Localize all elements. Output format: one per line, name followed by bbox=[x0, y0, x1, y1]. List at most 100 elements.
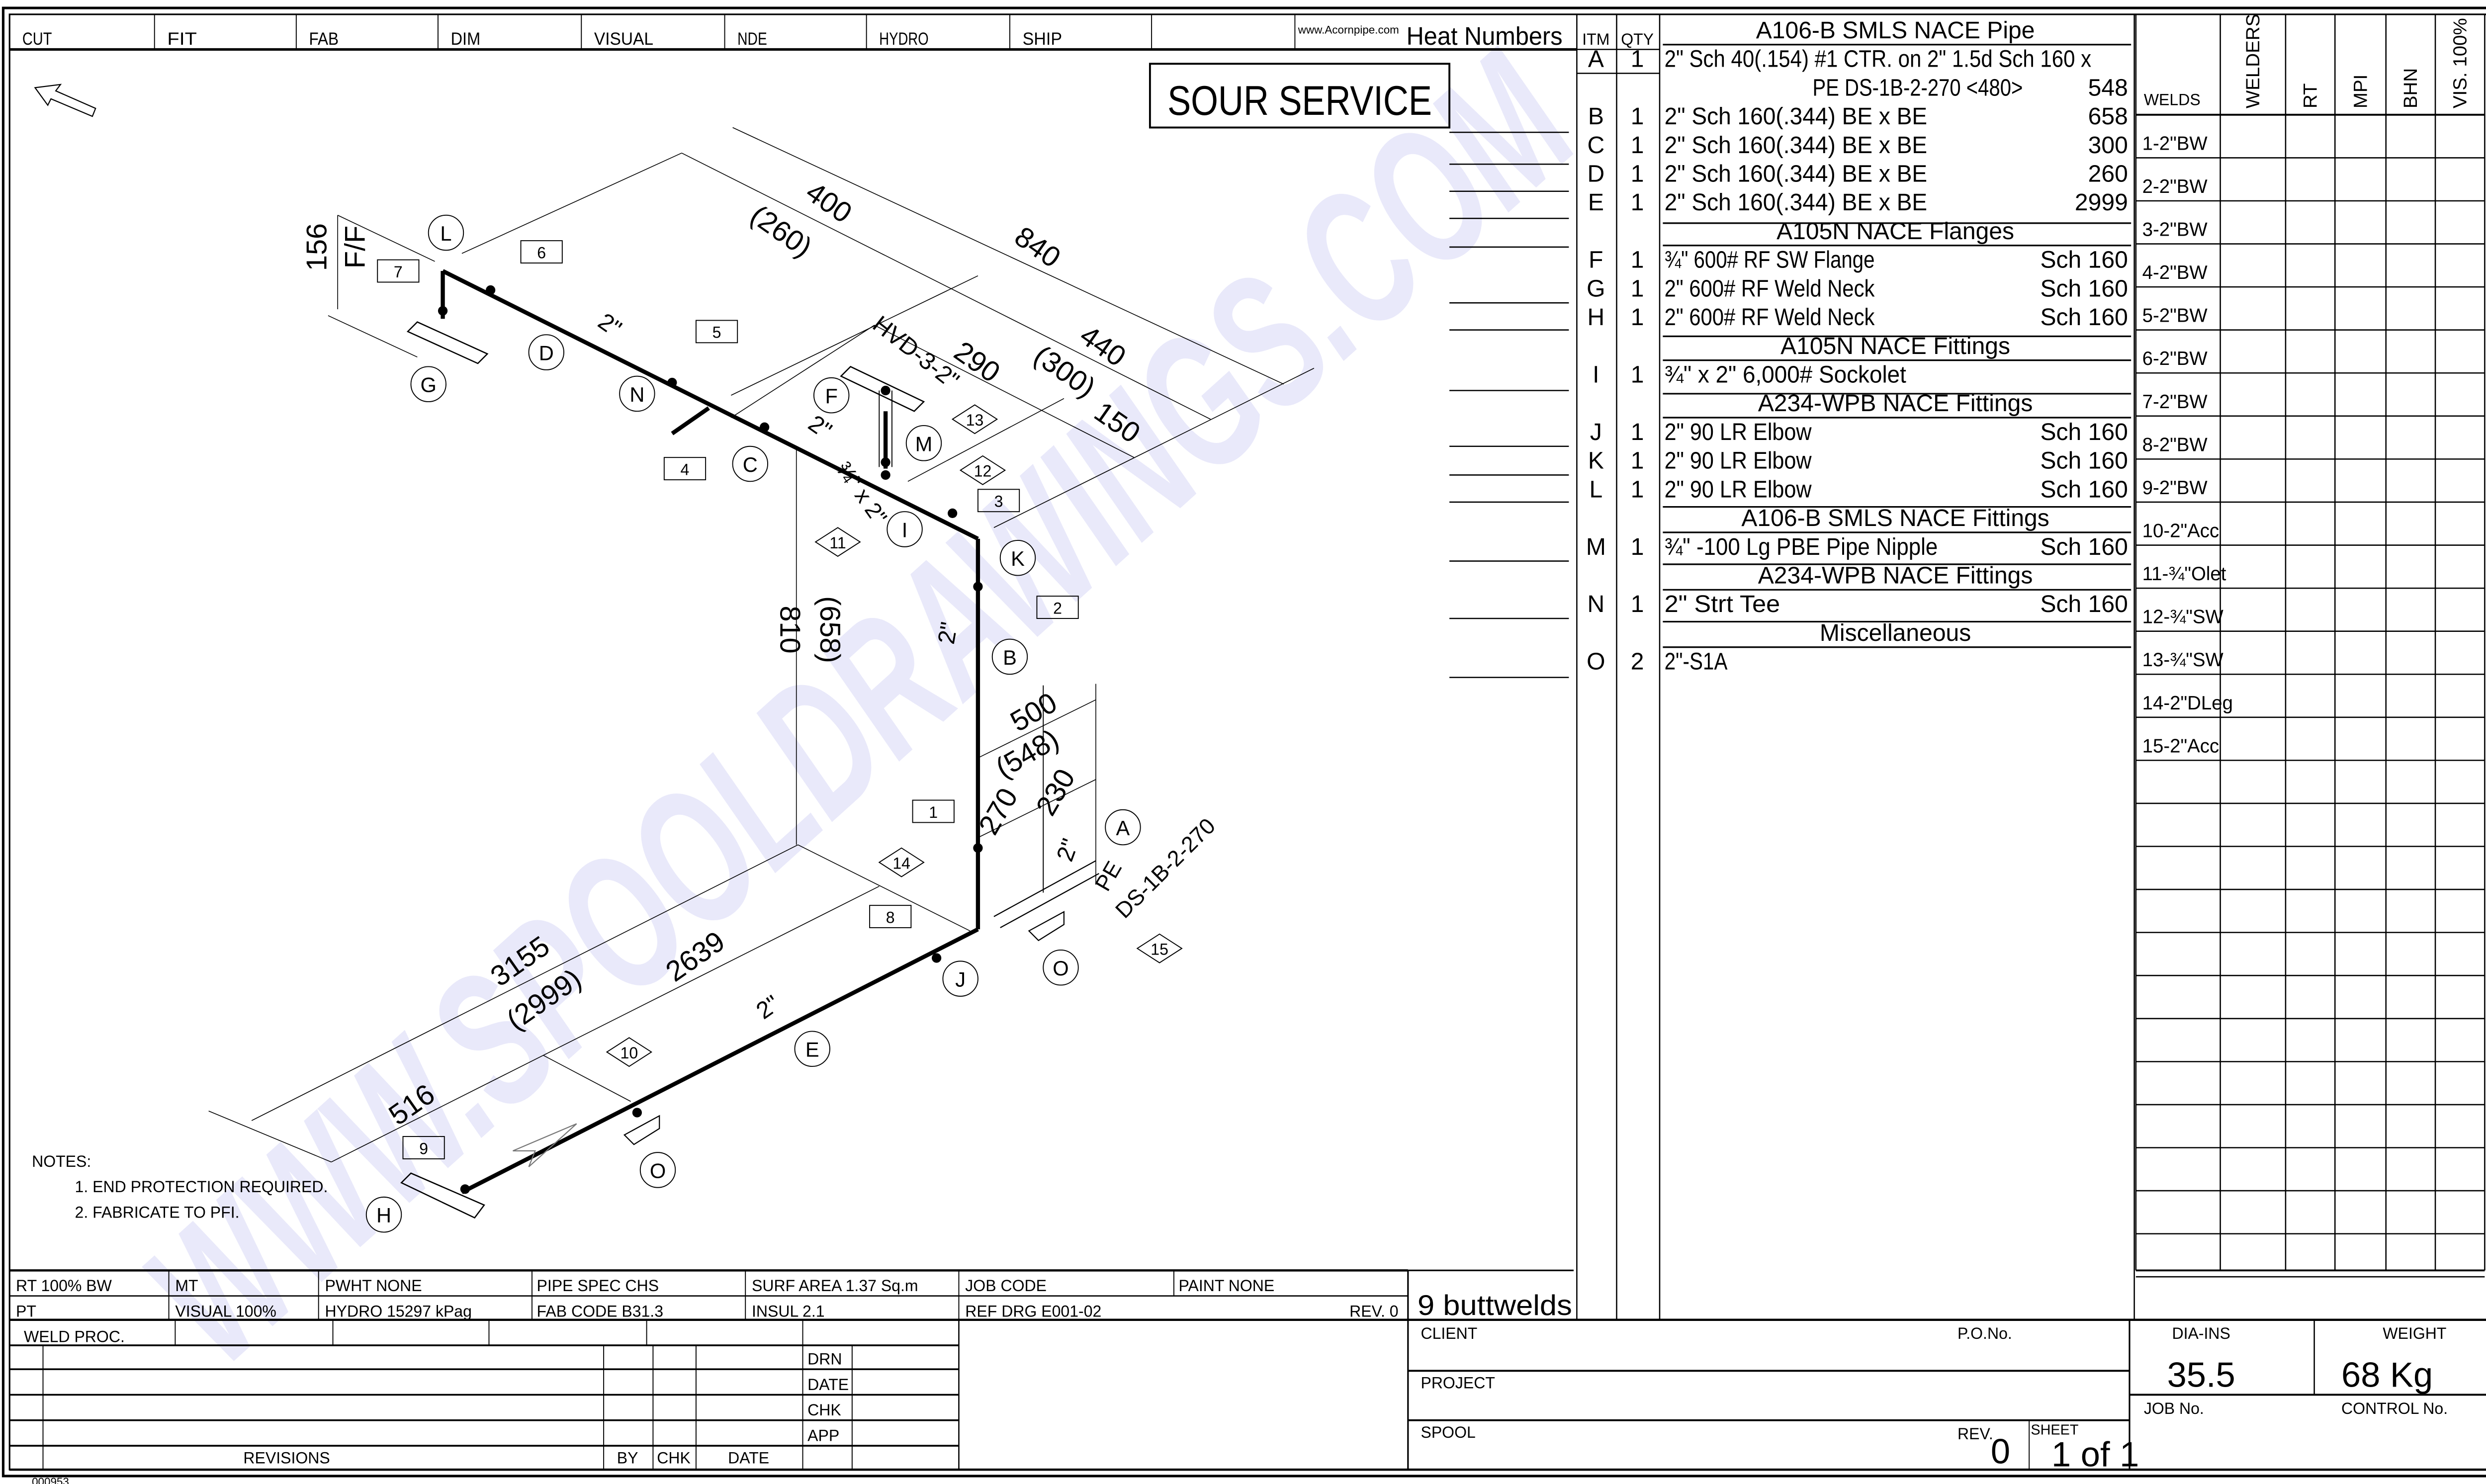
weld-point bbox=[973, 582, 983, 592]
drawing-number: 000953 bbox=[32, 1476, 69, 1484]
pipe-a-end bbox=[1000, 873, 1099, 929]
job-no-label: JOB No. bbox=[2144, 1399, 2204, 1417]
dia-ins-label: DIA-INS bbox=[2172, 1324, 2230, 1342]
pipe-size-label: 2" bbox=[751, 990, 785, 1024]
component-tag-circle bbox=[528, 334, 564, 370]
stage-cut: CUT bbox=[22, 29, 52, 49]
dimension-label: 156 bbox=[301, 223, 333, 271]
weld-point bbox=[438, 306, 448, 316]
component-tag-l: L bbox=[440, 222, 451, 245]
note-item: 1. END PROTECTION REQUIRED. bbox=[75, 1178, 328, 1196]
component-tag-b: B bbox=[1003, 646, 1017, 669]
bom-item-spec: Sch 160 bbox=[2041, 419, 2128, 445]
weld-number-box bbox=[869, 905, 912, 928]
bom-item-description: 2" Sch 160(.344) BE x BE bbox=[1665, 189, 1928, 216]
weld-number-box bbox=[663, 457, 707, 481]
weld-number-12: 12 bbox=[974, 462, 992, 480]
component-tag-n: N bbox=[629, 383, 644, 406]
weld-number-box bbox=[695, 320, 738, 344]
signoff-app: APP bbox=[807, 1426, 839, 1444]
itm-header: ITM bbox=[1582, 30, 1609, 48]
bom-item-qty: 1 bbox=[1631, 103, 1644, 130]
spec-rev: REV. 0 bbox=[1349, 1302, 1399, 1320]
component-tag-a: A bbox=[1116, 816, 1130, 840]
dimension-line bbox=[979, 699, 1096, 758]
bom-item-letter: A bbox=[1588, 46, 1604, 73]
bom-item-spec: Sch 160 bbox=[2041, 533, 2128, 560]
weld-number-14: 14 bbox=[892, 854, 910, 872]
website-text: www.Acornpipe.com bbox=[1298, 23, 1399, 36]
rev-value: 0 bbox=[1991, 1431, 2010, 1471]
spec-field: HYDRO 15297 kPag bbox=[325, 1302, 472, 1320]
bom-item-qty: 1 bbox=[1631, 275, 1644, 302]
component-tag-d: D bbox=[539, 342, 554, 365]
weld-number-box bbox=[977, 489, 1020, 513]
bom-item-description: ¾" 600# RF SW Flange bbox=[1665, 247, 1875, 273]
bom-item-spec: 658 bbox=[2088, 103, 2128, 130]
weld-header-mpi: MPI bbox=[2350, 75, 2371, 108]
flange-f bbox=[840, 365, 925, 412]
bom-section-heading: A105N NACE Flanges bbox=[1776, 218, 2014, 245]
weld-number-diamond bbox=[959, 455, 1006, 485]
component-tag-f: F bbox=[825, 384, 837, 408]
weld-number-diamond bbox=[878, 847, 925, 877]
dimension-line bbox=[993, 367, 1315, 528]
weld-entry: 1-2"BW bbox=[2142, 133, 2208, 154]
note-item: 2. FABRICATE TO PFI. bbox=[75, 1204, 240, 1222]
weld-point bbox=[881, 457, 890, 467]
bom-section-heading: A234-WPB NACE Fittings bbox=[1758, 562, 2033, 589]
spec-field: PAINT NONE bbox=[1179, 1277, 1275, 1295]
bom-item-qty: 1 bbox=[1631, 361, 1644, 388]
stage-ship: SHIP bbox=[1023, 29, 1062, 49]
component-tag-circle bbox=[639, 1152, 676, 1188]
weld-number-8: 8 bbox=[886, 908, 895, 926]
bom-item-description: 2" 90 LR Elbow bbox=[1665, 447, 1812, 474]
revisions-header: REVISIONS bbox=[243, 1449, 330, 1467]
stage-fab: FAB bbox=[309, 29, 339, 49]
bom-item-description: 2" Sch 160(.344) BE x BE bbox=[1665, 103, 1928, 130]
dimension-label: 840 bbox=[1009, 221, 1066, 274]
stage-hydro: HYDRO bbox=[879, 29, 928, 49]
bom-item-description: 2" Sch 40(.154) #1 CTR. on 2" 1.5d Sch 1… bbox=[1665, 46, 2092, 73]
weld-number-diamond bbox=[606, 1037, 652, 1067]
weld-header-rt: RT bbox=[2300, 83, 2321, 108]
component-tag-circle bbox=[813, 377, 850, 414]
signoff-date: DATE bbox=[807, 1376, 849, 1394]
watermark-text: WWW.SPOOLDRAWINGS.COM bbox=[107, 14, 1614, 1401]
weld-point bbox=[881, 470, 890, 480]
bom-item-letter: K bbox=[1588, 447, 1604, 474]
component-tag-circle bbox=[794, 1031, 830, 1067]
stage-visual: VISUAL bbox=[594, 29, 653, 49]
bom-item-spec: Sch 160 bbox=[2041, 275, 2128, 302]
weld-entry: 10-2"Acc bbox=[2142, 520, 2220, 541]
dimension-label: 400 bbox=[800, 176, 857, 230]
dimension-label: 230 bbox=[1030, 764, 1081, 821]
signoff-drn: DRN bbox=[807, 1350, 842, 1368]
weld-point bbox=[632, 1108, 642, 1118]
spec-field: REF DRG E001-02 bbox=[965, 1302, 1101, 1320]
po-label: P.O.No. bbox=[1957, 1324, 2012, 1342]
weld-entry: 3-2"BW bbox=[2142, 219, 2208, 241]
bom-item-qty: 1 bbox=[1631, 447, 1644, 474]
sour-service-label: SOUR SERVICE bbox=[1167, 78, 1432, 124]
pipe-segment bbox=[671, 406, 710, 436]
rev-label: REV. bbox=[1957, 1425, 1993, 1443]
spool-label: SPOOL bbox=[1421, 1423, 1475, 1441]
weld-entry: 5-2"BW bbox=[2142, 305, 2208, 327]
bom-item-spec: Sch 160 bbox=[2041, 247, 2128, 273]
spec-field: PT bbox=[16, 1302, 36, 1320]
bom-item-letter: B bbox=[1588, 103, 1604, 130]
weld-number-15: 15 bbox=[1151, 941, 1168, 959]
dimension-label: (658) bbox=[814, 596, 846, 663]
weld-entry: 4-2"BW bbox=[2142, 262, 2208, 283]
bom-item-description: 2"-S1A bbox=[1665, 648, 1728, 675]
weld-entry: 12-¾"SW bbox=[2142, 607, 2224, 628]
dimension-line bbox=[337, 215, 435, 262]
buttweld-count: 9 buttwelds bbox=[1418, 1290, 1572, 1321]
bom-item-letter: N bbox=[1587, 591, 1604, 617]
component-tag-circle bbox=[905, 425, 942, 461]
bom-item-qty: 1 bbox=[1631, 189, 1644, 216]
dimension-line bbox=[874, 325, 1135, 458]
outer-border bbox=[1, 6, 2486, 1478]
